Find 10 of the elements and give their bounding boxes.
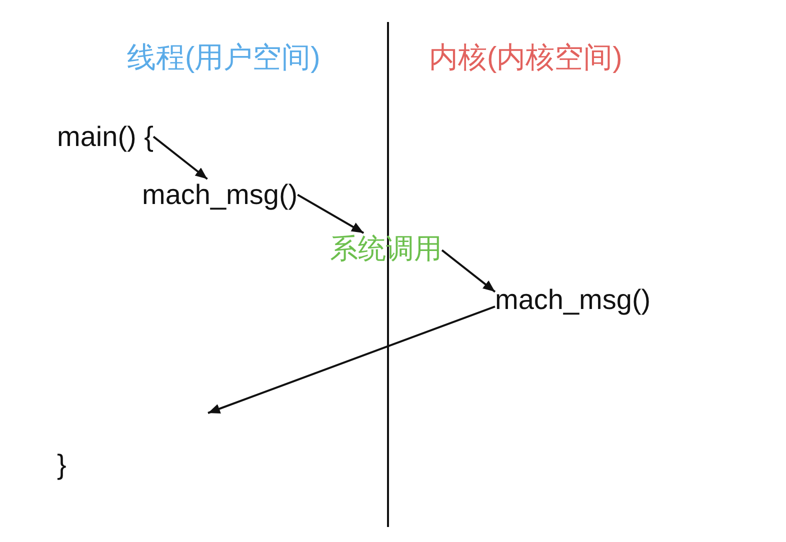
column-heading: 线程(用户空间): [127, 42, 320, 74]
code-line: }: [57, 449, 66, 480]
arrow: [441, 249, 496, 293]
code-line: mach_msg(): [142, 179, 298, 210]
code-line: mach_msg(): [495, 284, 651, 316]
arrow: [297, 194, 364, 234]
column-heading: 内核(内核空间): [429, 42, 622, 74]
code-line: main() {: [57, 121, 154, 152]
arrow: [152, 136, 208, 180]
arrow: [208, 306, 496, 414]
